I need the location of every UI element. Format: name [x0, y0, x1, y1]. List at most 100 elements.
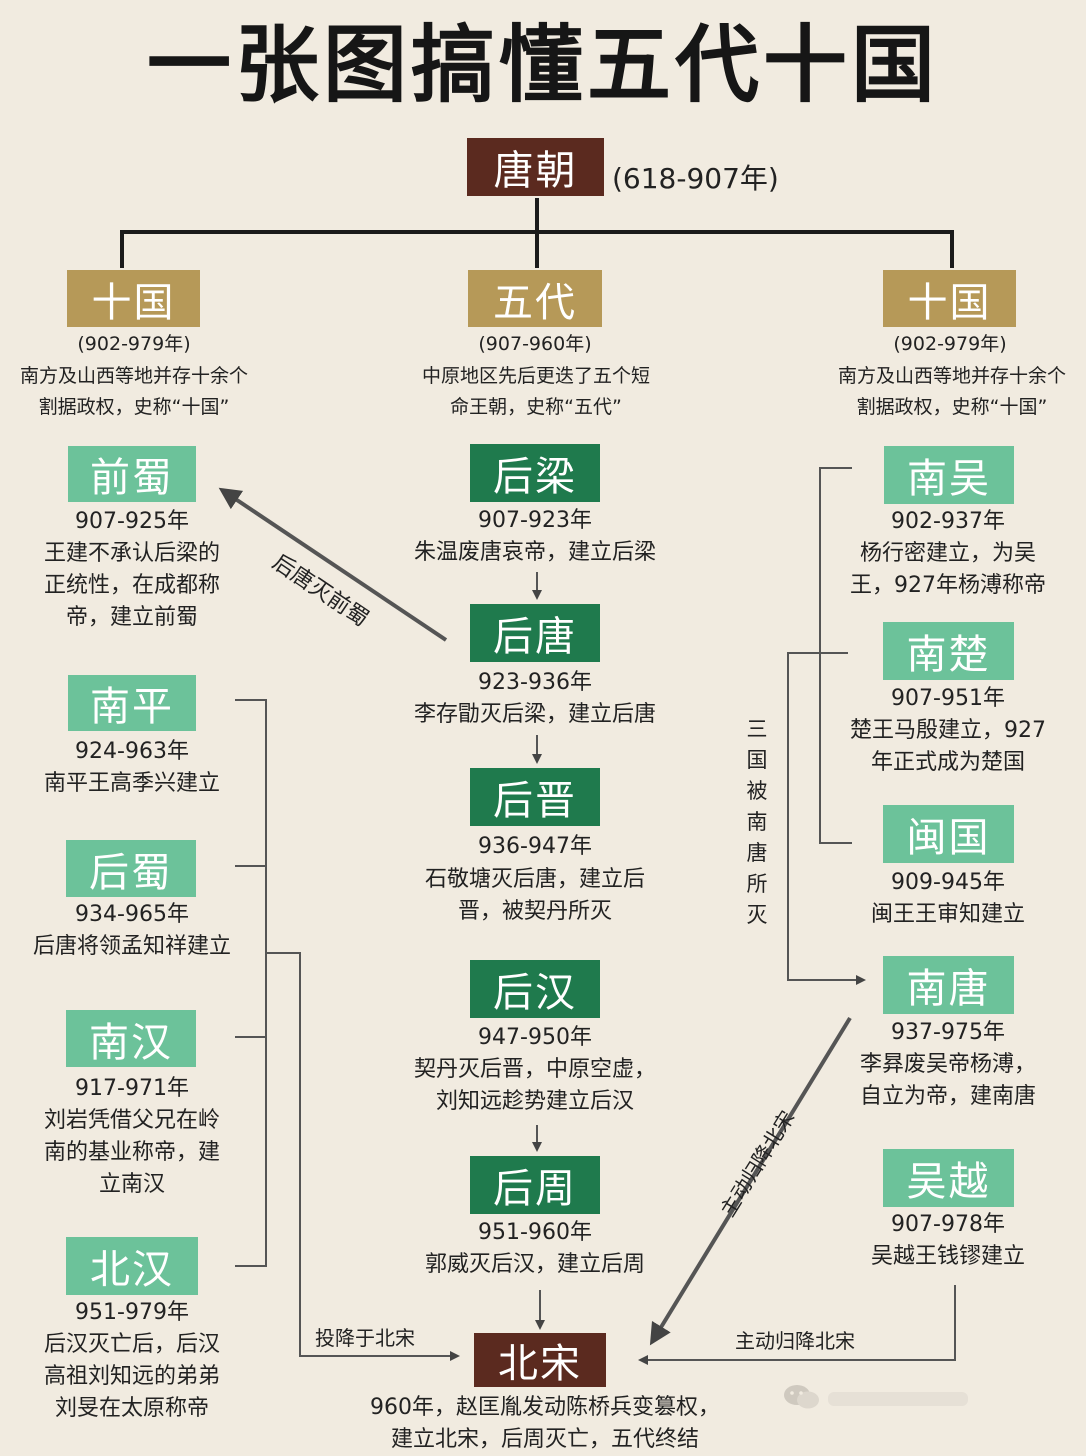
nanwu-box: 南吴 [884, 446, 1014, 504]
qianshu-desc-1: 王建不承认后梁的 [43, 541, 220, 566]
beihan-desc-2: 高祖刘知远的弟弟 [43, 1364, 220, 1389]
nantang-label: 南唐 [906, 966, 991, 1012]
houzhou-box: 后周 [470, 1156, 600, 1214]
nanping-desc: 南平王高季兴建立 [43, 771, 220, 796]
houjin-desc-2: 晋，被契丹所灭 [457, 899, 612, 924]
wuyue-desc: 吴越王钱镠建立 [870, 1244, 1025, 1269]
nanhan-desc-2: 南的基业称帝，建 [43, 1140, 220, 1165]
wudai-label: 五代 [493, 279, 577, 326]
nantang-desc-2: 自立为帝，建南唐 [859, 1084, 1036, 1109]
houjin-desc-1: 石敬塘灭后唐，建立后 [424, 867, 645, 892]
houjin-box: 后晋 [470, 768, 600, 826]
nanhan-desc-1: 刘岩凭借父兄在岭 [43, 1108, 220, 1133]
nanchu-box: 南楚 [883, 622, 1014, 680]
houtang-desc: 李存勖灭后梁，建立后唐 [413, 702, 656, 727]
houshu-years: 934-965年 [75, 902, 189, 927]
left-shiguo-box: 十国 [67, 270, 200, 327]
houzhou-years: 951-960年 [478, 1220, 592, 1245]
beisong-desc-1: 960年，赵匡胤发动陈桥兵变篡权， [370, 1395, 720, 1420]
nanchu-desc-2: 年正式成为楚国 [870, 750, 1025, 775]
nanhan-desc-3: 立南汉 [98, 1172, 165, 1197]
left-shiguo-desc2: 割据政权，史称“十国” [38, 396, 230, 418]
houliang-desc: 朱温废唐哀帝，建立后梁 [413, 540, 656, 565]
qianshu-desc-2: 正统性，在成都称 [43, 573, 220, 598]
minguo-desc: 闽王王审知建立 [870, 902, 1025, 927]
houhan-box: 后汉 [470, 960, 600, 1018]
houliang-box: 后梁 [470, 444, 600, 502]
nanwu-desc-2: 王，927年杨溥称帝 [850, 573, 1046, 598]
nanchu-desc-1: 楚王马殷建立，927 [850, 718, 1046, 743]
beisong-label: 北宋 [498, 1341, 582, 1387]
nanhan-box: 南汉 [66, 1010, 196, 1067]
nanchu-years: 907-951年 [891, 686, 1005, 711]
minguo-years: 909-945年 [891, 870, 1005, 895]
houshu-desc: 后唐将领孟知祥建立 [32, 934, 231, 959]
nanwu-desc-1: 杨行密建立，为吴 [859, 541, 1036, 566]
nanping-years: 924-963年 [75, 739, 189, 764]
wudai-desc2: 命王朝，史称“五代” [450, 396, 622, 418]
wuyue-box: 吴越 [883, 1149, 1014, 1207]
left-shiguo-years: (902-979年) [77, 333, 191, 355]
label-sanguo-mie: 三国被南唐所灭 [746, 717, 768, 927]
houtang-label: 后唐 [493, 614, 577, 660]
houhan-desc-2: 刘知远趁势建立后汉 [435, 1089, 634, 1114]
tang-years: (618-907年) [612, 162, 779, 195]
houzhou-desc: 郭威灭后汉，建立后周 [424, 1252, 645, 1277]
nantang-desc-1: 李昪废吴帝杨溥， [859, 1052, 1036, 1077]
minguo-label: 闽国 [906, 815, 991, 861]
right-shiguo-box: 十国 [883, 270, 1016, 327]
beisong-box: 北宋 [474, 1333, 606, 1387]
wuyue-years: 907-978年 [891, 1212, 1005, 1237]
beihan-desc-3: 刘旻在太原称帝 [54, 1396, 209, 1421]
qianshu-box: 前蜀 [68, 446, 196, 502]
nanping-box: 南平 [68, 675, 196, 731]
beihan-years: 951-979年 [75, 1300, 189, 1325]
left-shiguo-label: 十国 [91, 279, 176, 326]
wudai-desc1: 中原地区先后更迭了五个短 [421, 365, 650, 387]
tang-label: 唐朝 [493, 148, 578, 194]
houzhou-label: 后周 [493, 1166, 577, 1212]
houhan-years: 947-950年 [478, 1025, 592, 1050]
houjin-label: 后晋 [493, 778, 577, 824]
tang-box: 唐朝 [467, 138, 604, 196]
minguo-box: 闽国 [883, 805, 1014, 863]
beihan-label: 北汉 [90, 1247, 174, 1293]
nanwu-years: 902-937年 [891, 509, 1005, 534]
nanwu-label: 南吴 [907, 456, 991, 502]
nantang-years: 937-975年 [891, 1020, 1005, 1045]
houhan-label: 后汉 [493, 970, 577, 1016]
wudai-years: (907-960年) [478, 333, 592, 355]
houliang-label: 后梁 [493, 454, 577, 500]
qianshu-label: 前蜀 [90, 455, 174, 501]
label-touxiang: 投降于北宋 [315, 1326, 415, 1350]
beisong-desc-2: 建立北宋，后周灭亡，五代终结 [390, 1427, 699, 1452]
watermark-blur [828, 1392, 968, 1406]
nanping-label: 南平 [90, 684, 174, 730]
right-shiguo-desc2: 割据政权，史称“十国” [856, 396, 1048, 418]
left-shiguo-desc1: 南方及山西等地并存十余个 [19, 365, 248, 387]
wudai-box: 五代 [468, 270, 602, 327]
nanhan-label: 南汉 [89, 1019, 173, 1066]
nanhan-years: 917-971年 [75, 1076, 189, 1101]
houliang-years: 907-923年 [478, 508, 592, 533]
houjin-years: 936-947年 [478, 834, 592, 859]
label-zhudong-wuyue: 主动归降北宋 [735, 1329, 855, 1353]
right-shiguo-label: 十国 [907, 279, 992, 326]
wechat-icon [784, 1385, 819, 1409]
page-title: 一张图搞懂五代十国 [146, 15, 939, 114]
nantang-box: 南唐 [883, 956, 1014, 1014]
right-shiguo-years: (902-979年) [893, 333, 1007, 355]
wuyue-label: 吴越 [906, 1159, 991, 1205]
right-shiguo-desc1: 南方及山西等地并存十余个 [837, 365, 1066, 387]
beihan-box: 北汉 [66, 1237, 198, 1295]
nanchu-label: 南楚 [906, 632, 991, 678]
qianshu-desc-3: 帝，建立前蜀 [65, 605, 198, 630]
qianshu-years: 907-925年 [75, 509, 189, 534]
houtang-box: 后唐 [470, 604, 600, 662]
beihan-desc-1: 后汉灭亡后，后汉 [43, 1332, 220, 1357]
houshu-label: 后蜀 [89, 849, 173, 896]
houtang-years: 923-936年 [478, 670, 592, 695]
houshu-box: 后蜀 [66, 840, 196, 897]
houhan-desc-1: 契丹灭后晋，中原空虚， [413, 1057, 656, 1082]
